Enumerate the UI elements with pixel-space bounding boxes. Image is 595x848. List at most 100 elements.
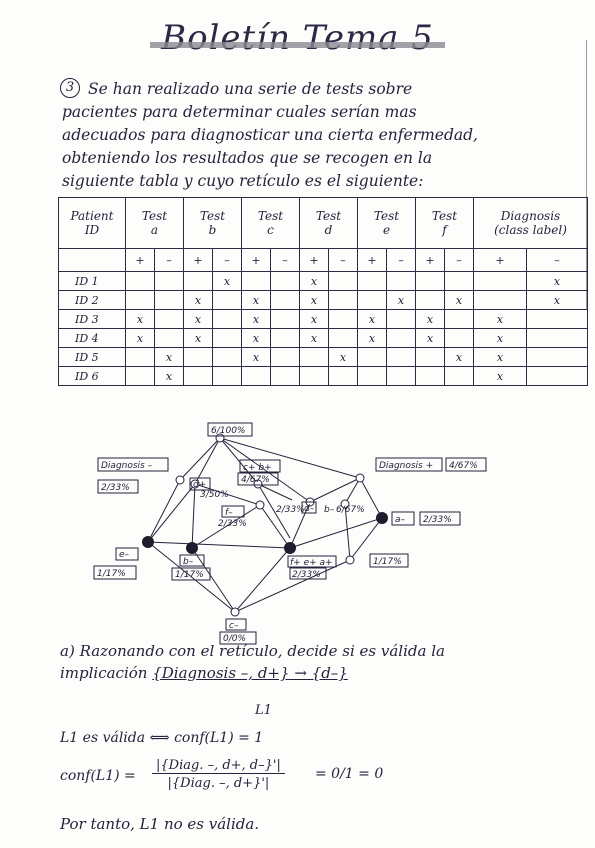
mark-cell	[212, 328, 242, 348]
mark-cell: x	[183, 328, 213, 348]
mark-cell: x	[241, 347, 271, 367]
mark-cell	[183, 366, 213, 386]
patient-id-cell: ID 4	[58, 328, 126, 348]
mark-cell: x	[299, 271, 329, 291]
lattice-node-pct: 3/50%	[200, 490, 229, 500]
header-line: a	[150, 223, 159, 237]
concept-lattice: 6/100% Diagnosis – 2/33% Diagnosis + 4/6…	[93, 422, 487, 645]
mark-cell	[328, 271, 358, 291]
mark-cell	[328, 309, 358, 329]
lattice-node-label: d+	[193, 480, 206, 490]
mark-cell: x	[526, 290, 588, 310]
mark-cell	[270, 347, 300, 367]
page-title: Boletín Tema 5	[161, 18, 434, 58]
table-cell	[58, 248, 126, 272]
header-line: (class label)	[494, 223, 567, 237]
header-line: Patient	[70, 209, 114, 223]
mark-cell	[357, 290, 387, 310]
lattice-node-label: f–	[225, 508, 233, 518]
mark-cell: x	[444, 290, 474, 310]
mark-cell	[183, 347, 213, 367]
sign-cell: –	[212, 248, 242, 272]
mark-cell: x	[212, 271, 242, 291]
mark-cell: x	[357, 328, 387, 348]
mark-cell	[526, 347, 588, 367]
mark-cell: x	[183, 290, 213, 310]
confidence-numerator: |{Diag. –, d+, d–}'|	[152, 758, 285, 774]
mark-cell: x	[526, 271, 588, 291]
confidence-lhs: conf(L1) =	[60, 768, 136, 784]
mark-cell	[125, 347, 155, 367]
header-line: Test	[373, 209, 400, 223]
lattice-node-label: b–	[324, 505, 335, 515]
mark-cell	[386, 309, 416, 329]
mark-cell: x	[415, 328, 445, 348]
lattice-diag-minus-label: Diagnosis –	[101, 461, 153, 471]
intro-line: adecuados para diagnosticar una cierta e…	[62, 126, 478, 144]
lattice-diag-plus-label: Diagnosis +	[379, 461, 433, 471]
mark-cell: x	[241, 328, 271, 348]
lattice-node-pct: 2/33%	[292, 570, 321, 580]
conclusion: Por tanto, L1 no es válida.	[60, 815, 260, 833]
mark-cell	[154, 328, 184, 348]
mark-cell	[386, 271, 416, 291]
mark-cell	[328, 366, 358, 386]
lattice-node-pct: 1/17%	[175, 570, 204, 580]
lattice-diag-minus-pct: 2/33%	[101, 483, 130, 493]
mark-cell	[473, 271, 527, 291]
sign-cell: +	[125, 248, 155, 272]
mark-cell	[154, 309, 184, 329]
mark-cell	[154, 271, 184, 291]
rule-tag: L1	[255, 703, 272, 718]
title-underline	[150, 42, 445, 48]
mark-cell	[212, 309, 242, 329]
mark-cell	[241, 366, 271, 386]
mark-cell	[357, 271, 387, 291]
lattice-node-label: b–	[183, 557, 194, 567]
confidence-denominator: |{Diag. –, d+}'|	[167, 776, 270, 791]
patient-id-cell: ID 2	[58, 290, 126, 310]
confidence-result: = 0/1 = 0	[315, 766, 384, 782]
mark-cell: x	[154, 347, 184, 367]
header-line: Test	[315, 209, 342, 223]
table-sign-row: +–+–+–+–+–+–+–	[58, 248, 588, 272]
lattice-node-pct: 2/33%	[423, 515, 452, 525]
mark-cell	[241, 271, 271, 291]
header-line: d	[324, 223, 333, 237]
intro-line: siguiente tabla y cuyo retículo es el si…	[62, 172, 424, 190]
question-number: 3	[60, 78, 80, 98]
header-line: ID	[84, 223, 100, 237]
mark-cell	[357, 347, 387, 367]
sign-cell: –	[444, 248, 474, 272]
mark-cell: x	[444, 347, 474, 367]
mark-cell: x	[299, 328, 329, 348]
mark-cell	[212, 347, 242, 367]
sign-cell: +	[415, 248, 445, 272]
lattice-bottom-label: c–	[229, 621, 239, 631]
mark-cell	[415, 271, 445, 291]
lattice-node-label: e–	[119, 550, 130, 560]
sign-cell: +	[183, 248, 213, 272]
lattice-node-label: f+ e+ a+	[290, 558, 333, 568]
margin-line	[586, 40, 587, 310]
mark-cell: x	[241, 290, 271, 310]
lattice-labels: 6/100% Diagnosis – 2/33% Diagnosis + 4/6…	[93, 422, 487, 645]
mark-cell: x	[473, 347, 527, 367]
mark-cell: x	[241, 309, 271, 329]
mark-cell	[183, 271, 213, 291]
mark-cell	[125, 366, 155, 386]
mark-cell	[386, 328, 416, 348]
lattice-top-label: 6/100%	[211, 426, 246, 436]
mark-cell	[415, 347, 445, 367]
intro-line: Se han realizado una serie de tests sobr…	[88, 80, 413, 98]
mark-cell	[270, 328, 300, 348]
sign-cell: +	[241, 248, 271, 272]
